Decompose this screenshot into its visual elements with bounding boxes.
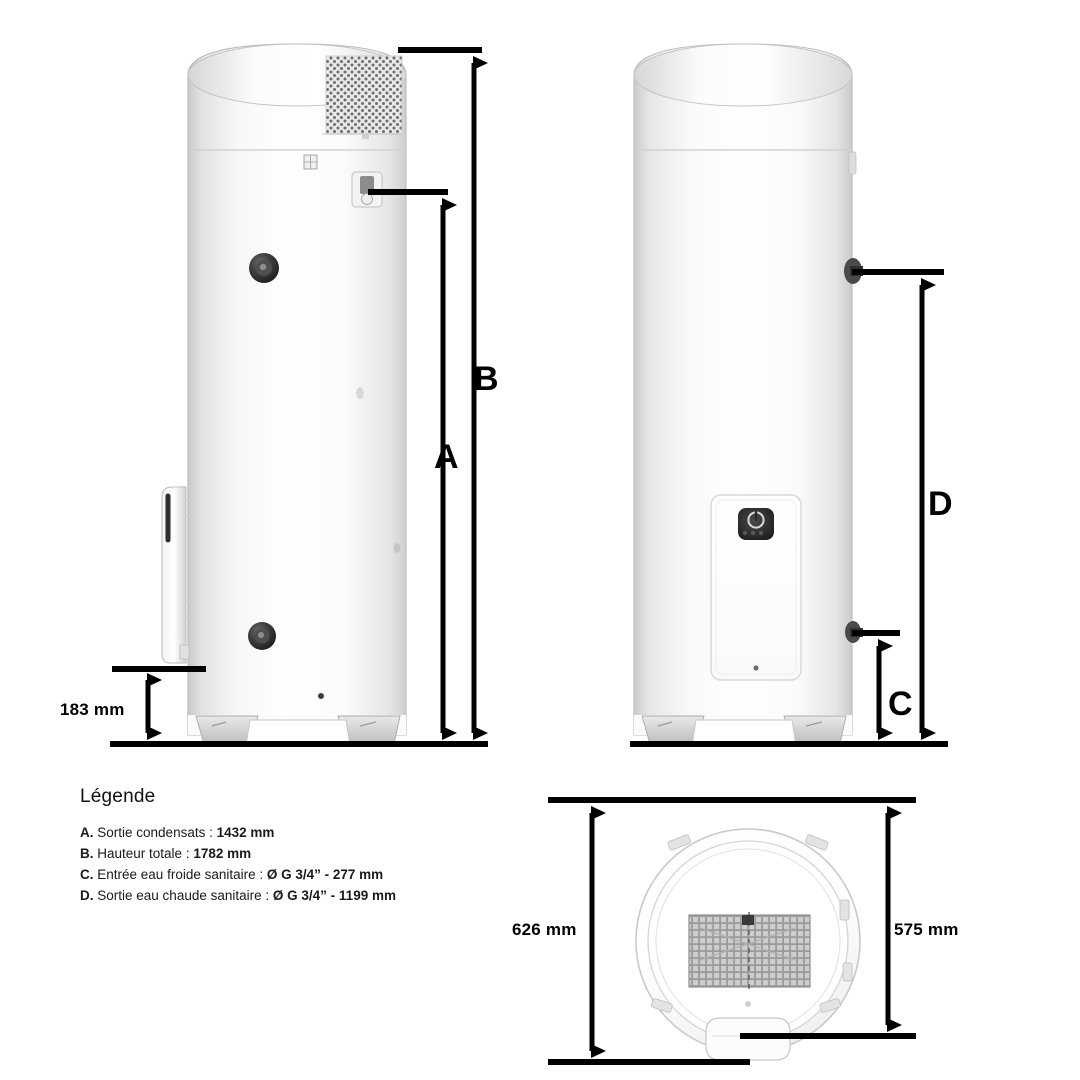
body-screw-right: [393, 543, 401, 553]
panel-status-led: [753, 665, 759, 671]
legend-title: Légende: [80, 786, 156, 807]
indicator-dot-3: [759, 531, 763, 535]
legend-key-b: B.: [80, 846, 94, 861]
side-view-body: [187, 43, 407, 736]
legend-item-a: A. Sortie condensats : 1432 mm: [80, 822, 510, 843]
dimension-label-575: 575 mm: [894, 920, 959, 939]
dimension-lines: [110, 47, 948, 1065]
legend-item-c: C. Entrée eau froide sanitaire : Ø G 3/4…: [80, 864, 510, 885]
dimension-letter-d: D: [928, 485, 953, 523]
top-view-marker: [745, 1001, 751, 1007]
side-view-base: [188, 715, 406, 747]
legend-desc-b: Hauteur totale :: [97, 846, 190, 861]
front-view-base: [634, 715, 852, 747]
control-panel: [710, 494, 802, 681]
top-view-latches: [651, 834, 853, 1013]
legend-key-d: D.: [80, 888, 94, 903]
side-access-flap: [161, 486, 192, 664]
display-module: [738, 508, 774, 540]
legend-value-b: 1782 mm: [193, 846, 252, 861]
legend-value-d: Ø G 3/4” - 1199 mm: [272, 888, 396, 903]
legend-desc-c: Entrée eau froide sanitaire :: [97, 867, 264, 882]
front-view-unit: [633, 43, 863, 747]
dimension-letter-b: B: [474, 360, 499, 398]
dimension-label-626: 626 mm: [512, 920, 577, 939]
legend-block: Légende A. Sortie condensats : 1432 mm B…: [80, 786, 510, 906]
side-latch: [848, 151, 857, 175]
upper-port: [249, 253, 279, 283]
top-view-unit: [635, 828, 861, 1061]
legend-desc-a: Sortie condensats :: [97, 825, 213, 840]
indicator-dot-1: [743, 531, 747, 535]
legend-value-a: 1432 mm: [216, 825, 275, 840]
legend-key-c: C.: [80, 867, 94, 882]
legend-value-c: Ø G 3/4” - 277 mm: [266, 867, 384, 882]
air-grille-panel: [326, 56, 402, 134]
vent-detail: [303, 154, 318, 170]
side-view-unit: [161, 43, 407, 747]
dimension-label-183: 183 mm: [60, 700, 125, 719]
legend-desc-d: Sortie eau chaude sanitaire :: [97, 888, 270, 903]
body-screw-mid: [356, 387, 364, 399]
legend-key-a: A.: [80, 825, 94, 840]
dimension-letter-a: A: [434, 438, 459, 476]
body-drain-point: [318, 693, 324, 699]
lower-port: [248, 622, 276, 650]
grille-tab: [362, 134, 369, 139]
legend-item-d: D. Sortie eau chaude sanitaire : Ø G 3/4…: [80, 885, 510, 906]
dimension-letter-c: C: [888, 685, 913, 723]
indicator-dot-2: [751, 531, 755, 535]
front-view-top-cap: [633, 43, 853, 107]
legend-item-b: B. Hauteur totale : 1782 mm: [80, 843, 510, 864]
